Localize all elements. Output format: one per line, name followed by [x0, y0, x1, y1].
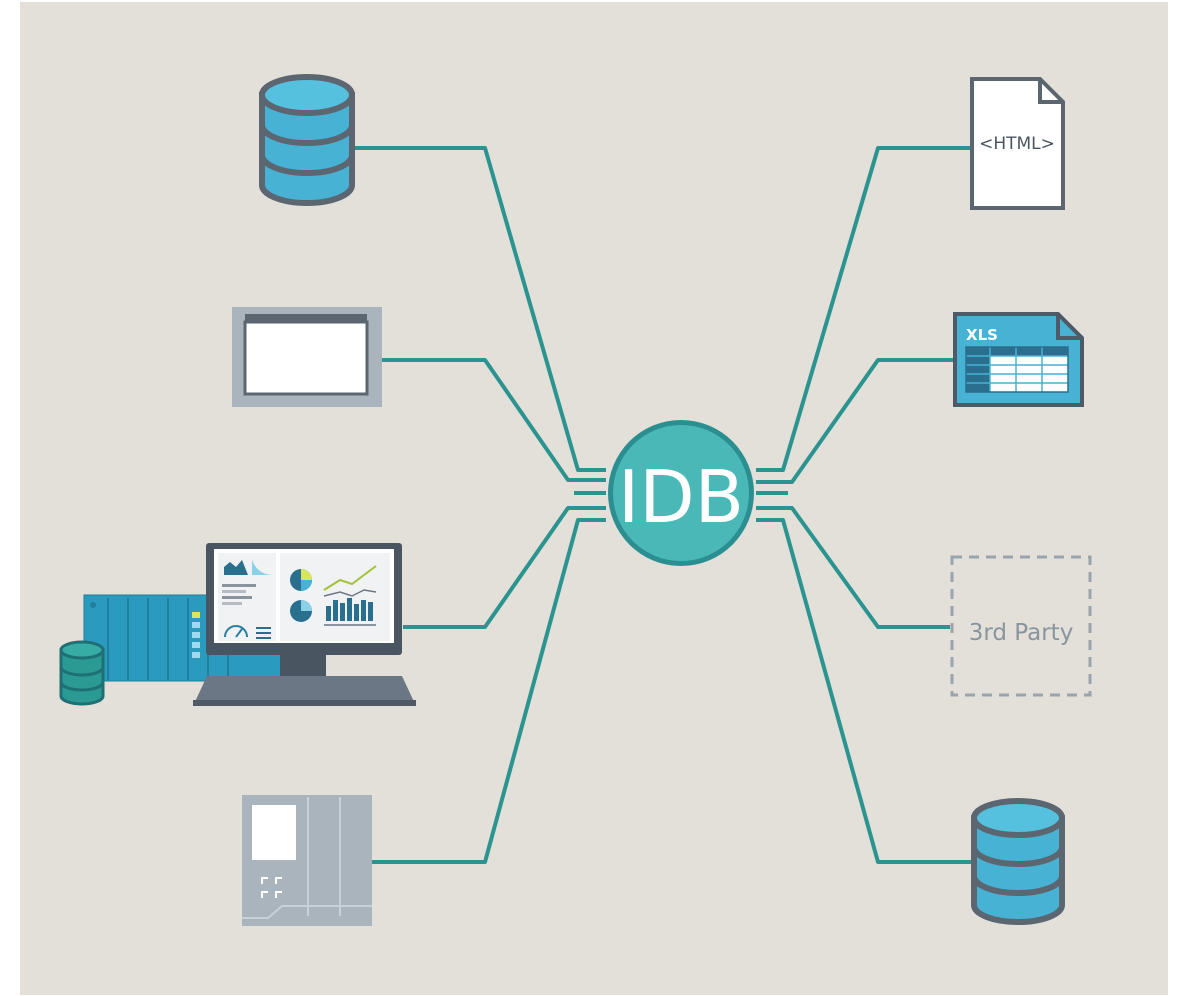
database-icon	[259, 74, 355, 206]
connector-html-file	[756, 146, 970, 472]
third-party-label: 3rd Party	[969, 620, 1074, 646]
connector-database-bottom-right	[756, 518, 972, 864]
connector-database-top-left	[355, 146, 606, 472]
connector-plc-controller	[372, 518, 606, 864]
hmi-panel-icon	[232, 307, 382, 407]
xls-file-icon: XLS	[953, 312, 1084, 407]
connector-scada-workstation	[403, 506, 606, 629]
plc-controller-icon	[242, 795, 372, 926]
html-file-icon: <HTML>	[970, 77, 1065, 210]
database-icon	[971, 798, 1065, 925]
scada-workstation-icon	[59, 543, 416, 706]
connector-lines	[355, 146, 972, 864]
idb-hub: IDB	[608, 420, 754, 566]
connector-third-party	[756, 506, 950, 629]
third-party-box: 3rd Party	[950, 555, 1092, 697]
connector-hmi-panel	[380, 358, 606, 482]
html-file-label: <HTML>	[979, 134, 1055, 154]
xls-file-label: XLS	[966, 326, 998, 344]
idb-hub-label: IDB	[618, 455, 744, 539]
connector-xls-file	[756, 358, 955, 484]
